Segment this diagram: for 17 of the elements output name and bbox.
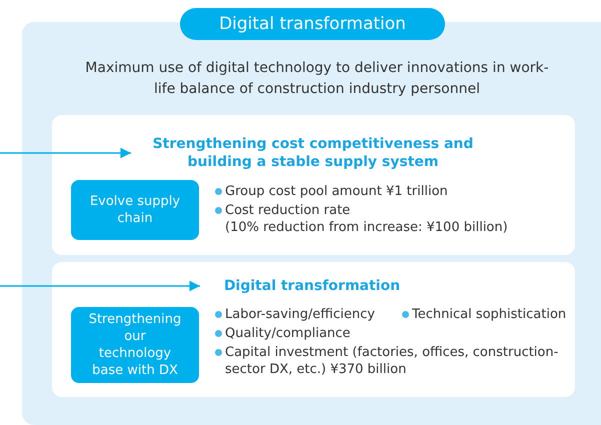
card-heading: Digital transformation bbox=[212, 277, 412, 295]
card-background bbox=[52, 262, 575, 397]
bullet-item: Labor-saving/efficiency bbox=[215, 306, 405, 323]
bullet-item: Quality/compliance bbox=[215, 325, 585, 342]
arrow bbox=[0, 148, 131, 158]
bullet-item: Capital investment (factories, offices, construction-sector DX, etc.) ¥370 billion bbox=[215, 344, 570, 378]
bullet-item: Group cost pool amount ¥1 trillion bbox=[215, 183, 585, 200]
bullet-item-continuation: (10% reduction from increase: ¥100 billion) bbox=[225, 219, 509, 236]
title-pill: Digital transformation bbox=[180, 8, 445, 40]
bullet-item: Technical sophistication bbox=[402, 306, 592, 323]
bullet-item: Cost reduction rate bbox=[215, 202, 585, 219]
intro-text: Maximum use of digital technology to deliver innovations in work-life balance of construction industry personnel bbox=[84, 59, 550, 99]
arrow bbox=[0, 280, 200, 292]
card-heading: Strengthening cost competitiveness and building a stable supply system bbox=[143, 135, 483, 171]
process-box: Strengthening our technology base with DX bbox=[71, 307, 199, 383]
process-box: Evolve supply chain bbox=[71, 180, 199, 240]
card-background bbox=[52, 115, 575, 255]
